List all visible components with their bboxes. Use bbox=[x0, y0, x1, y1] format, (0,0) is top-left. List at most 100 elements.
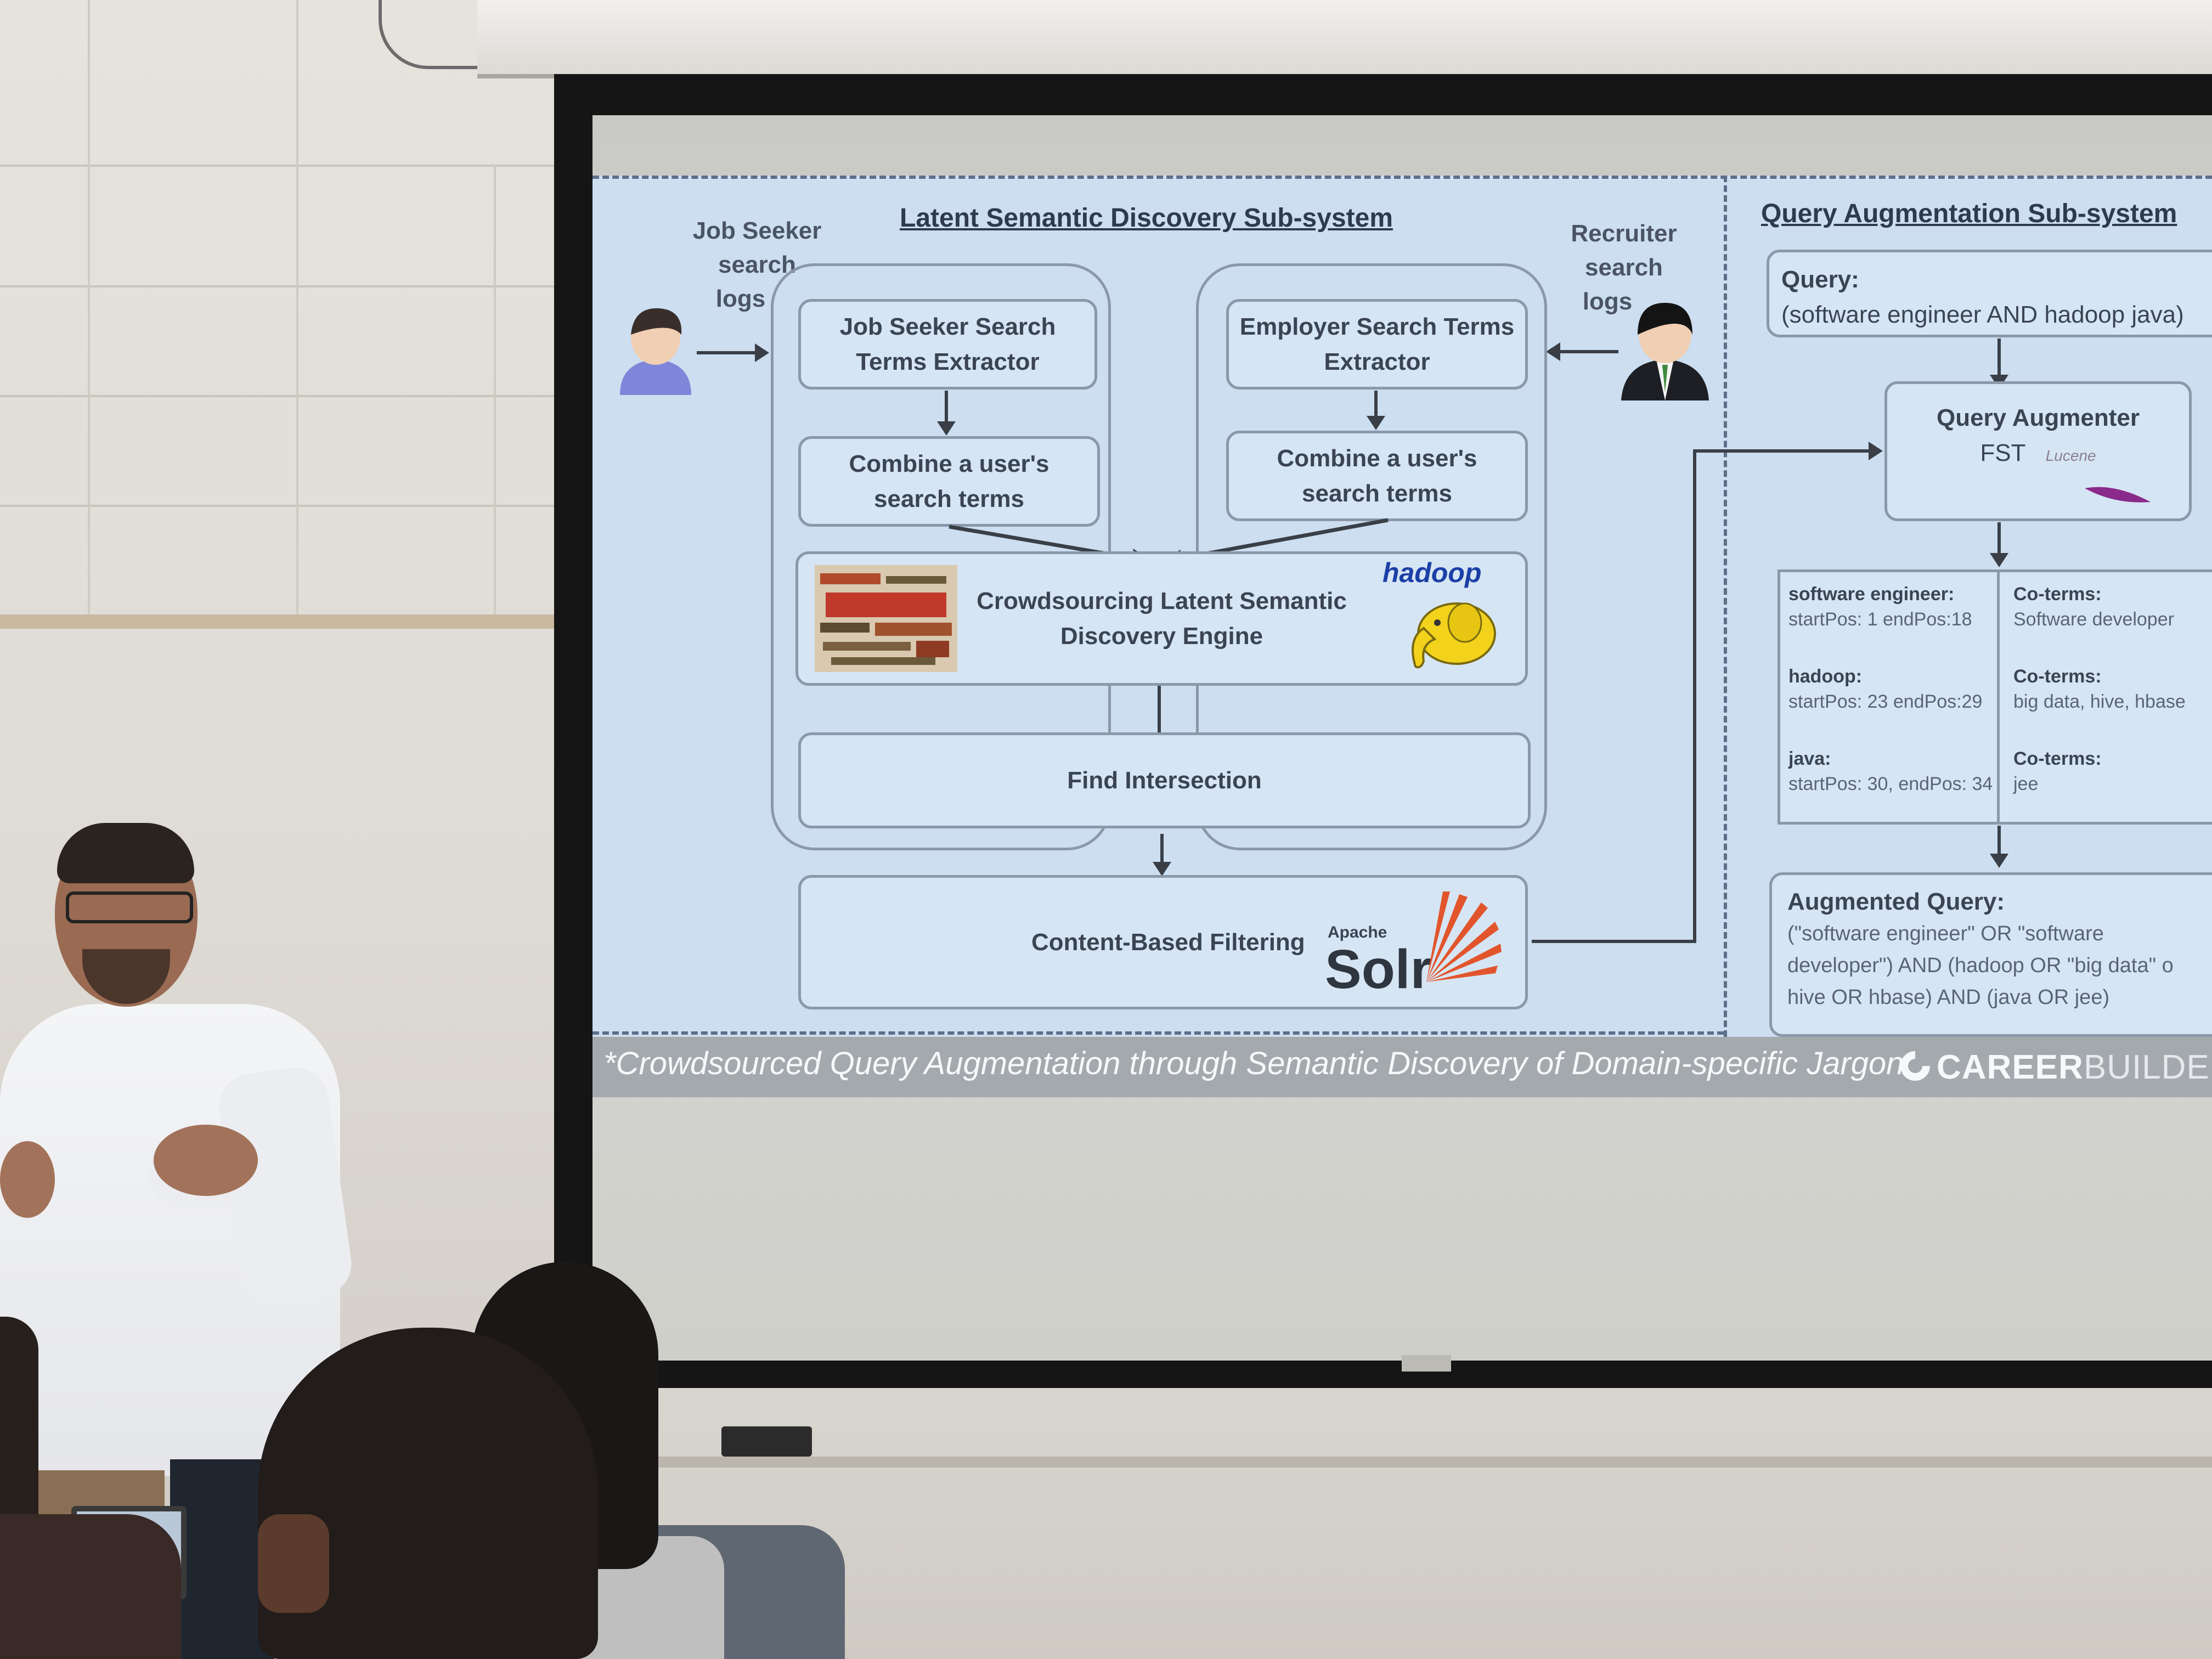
projected-slide: Latent Semantic Discovery Sub-system Que… bbox=[592, 176, 2212, 1037]
term-position: startPos: 30, endPos: 34 bbox=[1788, 774, 1993, 794]
lucene-logo: Lucene bbox=[2045, 447, 2096, 464]
term-position: startPos: 23 endPos:29 bbox=[1788, 691, 1983, 712]
query-label: Query: bbox=[1781, 266, 1859, 293]
crowdsourcing-word-cloud-icon bbox=[815, 565, 957, 672]
wall-mortar-line bbox=[0, 285, 554, 287]
brand-bold: CAREER bbox=[1937, 1048, 2084, 1086]
box-line: Combine a user's bbox=[1277, 444, 1477, 472]
careerbuilder-logo-icon bbox=[1900, 1051, 1930, 1081]
coterms-label: Co-terms: bbox=[2013, 584, 2102, 605]
content-filtering-box: Content-Based Filtering bbox=[798, 875, 1528, 1009]
box-line: search terms bbox=[1302, 479, 1452, 507]
label-line: Recruiter bbox=[1571, 220, 1677, 247]
coterms-value: jee bbox=[2013, 774, 2039, 794]
solr-apache-label: Apache bbox=[1328, 923, 1387, 941]
whiteboard-eraser bbox=[721, 1426, 812, 1457]
query-augmentation-title: Query Augmentation Sub-system bbox=[1761, 199, 2177, 228]
subsystem-divider bbox=[1724, 176, 1727, 1037]
term-row: java: startPos: 30, endPos: 34 bbox=[1788, 746, 1993, 797]
coterms-label: Co-terms: bbox=[2013, 748, 2102, 769]
arrow-down bbox=[1367, 391, 1385, 430]
combine-terms-box-left: Combine a user's search terms bbox=[798, 436, 1100, 527]
student-body bbox=[0, 1514, 181, 1659]
brand-light: BUILDE bbox=[2083, 1048, 2210, 1086]
solr-sunburst-icon bbox=[1426, 891, 1502, 982]
box-line: Content-Based Filtering bbox=[1031, 928, 1305, 956]
augmented-label: Augmented Query: bbox=[1787, 888, 2005, 915]
box-line: Crowdsourcing Latent Semantic bbox=[977, 587, 1347, 614]
arrow-down bbox=[937, 391, 956, 436]
label-line: logs bbox=[715, 285, 766, 312]
arrow-to-augmenter bbox=[1693, 442, 1883, 460]
slide-dashed-border bbox=[592, 1031, 1724, 1035]
box-line: Job Seeker Search bbox=[839, 313, 1056, 340]
box-line: Employer Search Terms bbox=[1239, 313, 1515, 340]
arrow-down bbox=[1150, 686, 1169, 747]
box-line: Combine a user's bbox=[849, 450, 1049, 477]
box-line: Terms Extractor bbox=[856, 348, 1040, 375]
box-line: Find Intersection bbox=[1067, 766, 1262, 794]
arrow-down bbox=[1990, 338, 2008, 389]
chalk-rail bbox=[0, 614, 554, 629]
wall-mortar-line bbox=[88, 0, 90, 614]
label-line: Job Seeker bbox=[692, 217, 822, 244]
connector-line bbox=[1532, 940, 1696, 943]
term-position: startPos: 1 endPos:18 bbox=[1788, 609, 1972, 630]
wall-mortar-line bbox=[0, 165, 554, 167]
slide-dashed-border bbox=[592, 176, 2212, 179]
augmented-query-text: ("software engineer" OR "software develo… bbox=[1787, 918, 2212, 1013]
label-line: search bbox=[1585, 254, 1663, 281]
table-divider bbox=[1997, 569, 2000, 825]
combine-terms-box-right: Combine a user's search terms bbox=[1226, 431, 1528, 521]
coterm-row: Co-terms: big data, hive, hbase bbox=[2013, 664, 2186, 714]
job-seeker-logs-label: Job Seeker search logs bbox=[675, 214, 839, 316]
coterms-value: big data, hive, hbase bbox=[2013, 691, 2186, 712]
box-line: search terms bbox=[874, 485, 1024, 512]
presenter-hand bbox=[0, 1141, 55, 1218]
arrow-down bbox=[1153, 834, 1171, 876]
arrow-to-extractor bbox=[697, 343, 769, 362]
screen-pull-handle bbox=[1402, 1355, 1451, 1372]
wall-mortar-line bbox=[0, 505, 554, 507]
presenter-glasses bbox=[66, 891, 193, 923]
box-line: Discovery Engine bbox=[1060, 622, 1263, 650]
recruiter-logs-label: Recruiter search logs bbox=[1553, 217, 1695, 319]
augmented-line: ("software engineer" OR "software bbox=[1787, 922, 2104, 945]
hadoop-elephant-icon bbox=[1412, 602, 1496, 669]
hadoop-logo: hadoop bbox=[1383, 557, 1482, 588]
student-ear bbox=[258, 1514, 329, 1613]
lucene-feather-icon bbox=[2085, 487, 2151, 503]
slide-caption: *Crowdsourced Query Augmentation through… bbox=[603, 1046, 1904, 1081]
presenter-hand bbox=[154, 1125, 258, 1196]
arrow-down bbox=[1990, 522, 2008, 567]
slide-caption-bar bbox=[592, 1037, 2212, 1097]
term-row: software engineer: startPos: 1 endPos:18 bbox=[1788, 582, 1972, 632]
job-seeker-user-icon bbox=[620, 308, 691, 395]
label-line: search bbox=[718, 251, 796, 278]
projector-screen-housing bbox=[477, 0, 2212, 78]
query-augmenter-box: Query Augmenter FST Lucene bbox=[1884, 381, 2192, 521]
box-line: Extractor bbox=[1324, 348, 1430, 375]
augmented-line: developer") AND (hadoop OR "big data" o bbox=[1787, 954, 2174, 977]
coterms-label: Co-terms: bbox=[2013, 666, 2102, 687]
term-name: software engineer: bbox=[1788, 584, 1955, 605]
find-intersection-box: Find Intersection bbox=[798, 732, 1531, 828]
term-name: hadoop: bbox=[1788, 666, 1863, 687]
presenter-pants bbox=[170, 1459, 274, 1659]
wall-mortar-line bbox=[0, 395, 554, 397]
whiteboard-wall bbox=[603, 1388, 2212, 1659]
query-text: (software engineer AND hadoop java) bbox=[1781, 301, 2184, 328]
coterm-row: Co-terms: Software developer bbox=[2013, 582, 2174, 632]
coterms-value: Software developer bbox=[2013, 609, 2174, 630]
label-line: logs bbox=[1582, 288, 1633, 315]
latent-semantic-title: Latent Semantic Discovery Sub-system bbox=[900, 204, 1393, 233]
augmented-line: hive OR hbase) AND (java OR jee) bbox=[1787, 986, 2110, 1009]
augmented-query-box: Augmented Query: ("software engineer" OR… bbox=[1769, 872, 2212, 1037]
arrow-down bbox=[1990, 826, 2008, 868]
augmenter-title: Query Augmenter bbox=[1936, 404, 2140, 431]
solr-logo: Solr bbox=[1325, 939, 1432, 1000]
connector-line bbox=[1693, 449, 1696, 943]
fst-label: FST bbox=[1980, 439, 2026, 466]
